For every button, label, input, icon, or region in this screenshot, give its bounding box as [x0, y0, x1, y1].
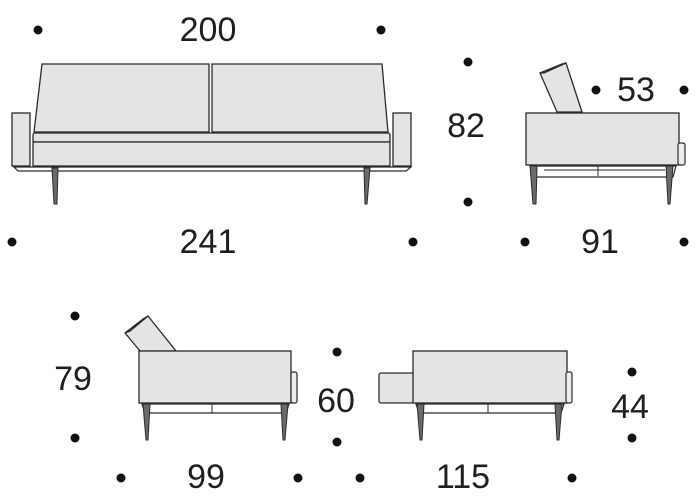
- front-armrest-left: [11, 112, 31, 167]
- label-bed-height: 44: [611, 388, 649, 426]
- recline-frame-rail: [141, 403, 290, 414]
- dot-seat-height-top: [332, 347, 342, 357]
- bed-front-cushion: [565, 371, 573, 404]
- side-view: [525, 62, 686, 205]
- front-leg-right: [363, 167, 371, 205]
- dot-bed-height-top: [627, 367, 637, 377]
- label-recline-height: 79: [54, 360, 92, 398]
- label-side-depth: 91: [581, 223, 619, 261]
- recline-body: [138, 350, 292, 404]
- dot-front-total-right: [408, 237, 418, 247]
- front-seat-cushion: [32, 132, 391, 143]
- bed-leg-front: [554, 403, 563, 441]
- front-armrest-right: [392, 112, 412, 167]
- bed-frame-rail: [415, 403, 565, 414]
- dot-front-height-bottom: [463, 197, 473, 207]
- side-front-cushion: [677, 142, 686, 166]
- dot-bed-length-right: [567, 473, 577, 483]
- recline-view: [124, 315, 298, 441]
- dot-side-depth-right: [679, 237, 689, 247]
- recline-headrest: [124, 315, 149, 334]
- label-seat-height: 60: [317, 382, 355, 420]
- recline-leg-front: [280, 403, 289, 441]
- recline-front-cushion: [290, 371, 298, 404]
- side-backrest-top: [539, 62, 567, 74]
- side-frame-rail: [529, 165, 677, 178]
- label-front-total-width: 241: [180, 223, 237, 261]
- measurement-dots: [7, 25, 689, 483]
- front-back-cushion-right: [211, 63, 389, 133]
- dot-side-seat-top: [591, 85, 601, 95]
- side-leg-back: [529, 165, 538, 205]
- dot-recline-height-bottom: [70, 433, 80, 443]
- dot-front-height-top: [463, 57, 473, 67]
- front-back-cushion-left: [33, 63, 210, 133]
- front-frame-rail: [12, 166, 413, 172]
- label-side-seat-depth: 53: [617, 71, 655, 109]
- label-front-width: 200: [180, 11, 237, 49]
- front-view: [11, 63, 413, 205]
- label-recline-depth: 99: [187, 458, 225, 496]
- recline-leg-back: [142, 403, 151, 441]
- dot-front-width-right: [376, 25, 386, 35]
- side-leg-front: [665, 165, 674, 205]
- bed-leg-back: [416, 403, 425, 441]
- dot-recline-depth-left: [116, 473, 126, 483]
- dot-seat-height-bottom: [332, 437, 342, 447]
- dot-front-total-left: [7, 237, 17, 247]
- recline-backrest: [124, 315, 178, 352]
- dot-front-width-left: [33, 25, 43, 35]
- label-bed-length: 115: [436, 458, 490, 496]
- dot-side-depth-left: [520, 237, 530, 247]
- dot-side-seat-bottom: [679, 85, 689, 95]
- dot-recline-height-top: [70, 311, 80, 321]
- label-front-height: 82: [447, 107, 485, 145]
- bed-body: [412, 350, 568, 404]
- dot-bed-length-left: [355, 473, 365, 483]
- dot-recline-depth-right: [293, 473, 303, 483]
- side-body: [525, 112, 680, 166]
- bed-view: [378, 350, 573, 441]
- front-leg-left: [51, 167, 59, 205]
- bed-head-section: [378, 372, 416, 404]
- dot-bed-height-bottom: [627, 433, 637, 443]
- front-seat-base: [32, 141, 391, 167]
